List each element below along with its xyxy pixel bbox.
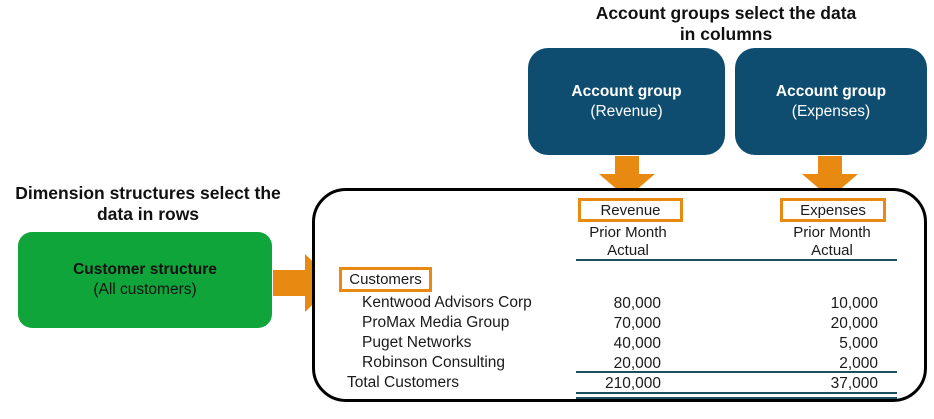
row-revenue-kentwood: 80,000 xyxy=(613,295,661,312)
expenses-subheader-1: Prior Month xyxy=(793,224,871,241)
columns-note: Account groups select the data in column… xyxy=(546,3,906,45)
arrow-down-expenses-icon xyxy=(802,156,858,198)
row-name-promax: ProMax Media Group xyxy=(362,314,510,331)
row-expenses-promax: 20,000 xyxy=(830,315,878,332)
row-expenses-kentwood: 10,000 xyxy=(830,295,878,312)
rows-note-line1: Dimension structures select the xyxy=(15,183,281,203)
account-group-expenses-subtitle: (Expenses) xyxy=(791,102,871,120)
customers-row-tag: Customers xyxy=(339,267,432,292)
customer-structure-title: Customer structure xyxy=(73,261,217,278)
rows-note: Dimension structures select the data in … xyxy=(0,183,296,225)
revenue-column-tag: Revenue xyxy=(578,198,683,222)
report-frame xyxy=(312,188,927,402)
total-row-revenue: 210,000 xyxy=(604,375,661,392)
columns-note-line2: in columns xyxy=(679,24,773,44)
account-group-revenue-box: Account group (Revenue) xyxy=(528,48,725,155)
row-name-kentwood: Kentwood Advisors Corp xyxy=(362,294,532,311)
total-row-expenses: 37,000 xyxy=(830,375,878,392)
customers-row-label: Customers xyxy=(349,271,422,288)
expenses-subheader-2: Actual xyxy=(811,242,853,259)
row-revenue-robinson: 20,000 xyxy=(613,355,661,372)
row-name-robinson: Robinson Consulting xyxy=(362,354,506,371)
expenses-column-tag: Expenses xyxy=(780,198,886,222)
total-bottom-double-rule xyxy=(576,392,897,399)
columns-note-line1: Account groups select the data xyxy=(595,3,857,23)
revenue-subheader-2: Actual xyxy=(607,242,649,259)
account-group-expenses-title: Account group xyxy=(775,82,887,100)
account-group-expenses-box: Account group (Expenses) xyxy=(735,48,927,155)
revenue-subheader-1: Prior Month xyxy=(589,224,667,241)
row-name-puget: Puget Networks xyxy=(362,334,472,351)
customer-structure-subtitle: (All customers) xyxy=(93,281,197,298)
rows-note-line2: data in rows xyxy=(96,204,200,224)
row-expenses-puget: 5,000 xyxy=(839,335,878,352)
account-group-revenue-title: Account group xyxy=(571,82,682,100)
revenue-column-label: Revenue xyxy=(600,201,661,219)
row-revenue-promax: 70,000 xyxy=(613,315,661,332)
expenses-column-label: Expenses xyxy=(800,201,866,219)
row-revenue-puget: 40,000 xyxy=(613,335,661,352)
customer-structure-box: Customer structure (All customers) xyxy=(18,232,272,328)
total-top-rule xyxy=(576,371,897,373)
row-expenses-robinson: 2,000 xyxy=(839,355,878,372)
arrow-down-revenue-icon xyxy=(599,156,655,198)
total-row-name: Total Customers xyxy=(347,374,459,391)
header-rule xyxy=(576,259,897,261)
account-group-revenue-subtitle: (Revenue) xyxy=(590,102,663,120)
